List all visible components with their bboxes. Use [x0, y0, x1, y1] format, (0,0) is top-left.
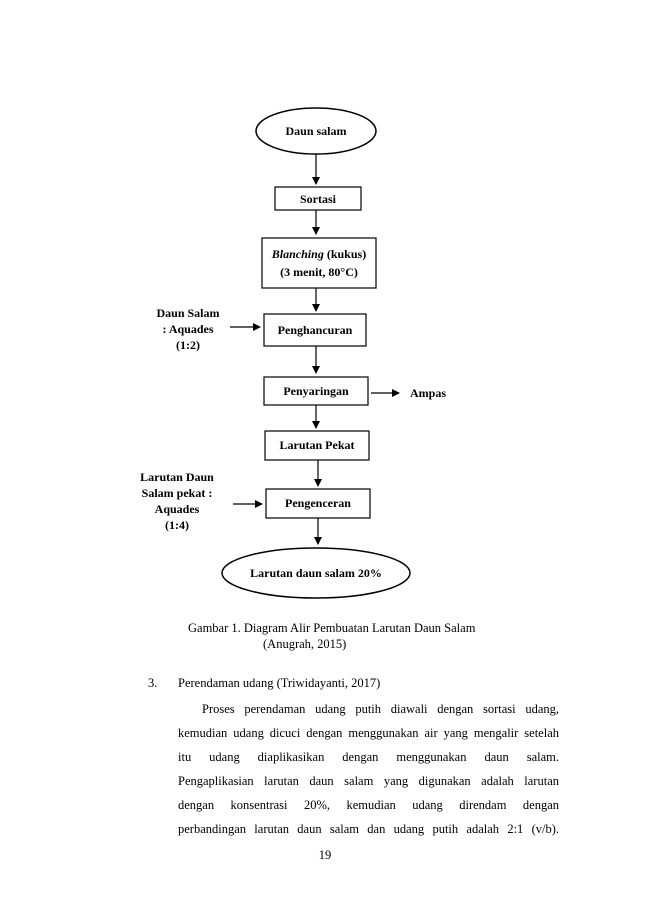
- penyaringan-label: Penyaringan: [283, 384, 349, 398]
- input-1-line3: (1:2): [176, 338, 200, 352]
- section-number: 3.: [148, 676, 158, 690]
- penghancuran-label: Penghancuran: [278, 323, 353, 337]
- input-2-line3: Aquades: [155, 502, 200, 516]
- input-2-line2: Salam pekat :: [142, 486, 213, 500]
- sortasi-label: Sortasi: [300, 192, 337, 206]
- paragraph-line: dengan konsentrasi 20%, kemudian udang d…: [178, 798, 559, 813]
- larutan-pekat-node: Larutan Pekat: [264, 430, 370, 461]
- input-1-line2: : Aquades: [162, 322, 213, 336]
- paragraph-line: itu udang diaplikasikan dengan menggunak…: [178, 750, 559, 765]
- input-2-label: Larutan Daun Salam pekat : Aquades (1:4): [140, 470, 214, 532]
- ampas-label: Ampas: [410, 386, 446, 400]
- section-title: Perendaman udang (Triwidayanti, 2017): [178, 676, 381, 690]
- end-label: Larutan daun salam 20%: [250, 566, 382, 580]
- sortasi-node: Sortasi: [274, 186, 362, 211]
- input-1-label: Daun Salam : Aquades (1:2): [156, 306, 219, 352]
- start-node: Daun salam: [255, 107, 377, 155]
- page-number: 19: [318, 848, 332, 862]
- end-node: Larutan daun salam 20%: [221, 547, 411, 599]
- pengenceran-node: Pengenceran: [265, 488, 371, 519]
- section-paragraph: Proses perendaman udang putih diawali de…: [178, 697, 559, 842]
- input-2-line1: Larutan Daun: [140, 470, 214, 484]
- input-2-line4: (1:4): [165, 518, 189, 532]
- input-1-line1: Daun Salam: [156, 306, 219, 320]
- penghancuran-node: Penghancuran: [263, 313, 367, 347]
- blanching-label-line2: (3 menit, 80°C): [280, 265, 358, 279]
- blanching-node: Blanching (kukus) (3 menit, 80°C): [261, 237, 377, 289]
- paragraph-line: Proses perendaman udang putih diawali de…: [202, 702, 559, 716]
- larutan-pekat-label: Larutan Pekat: [280, 438, 355, 452]
- paragraph-line: Pengaplikasian larutan daun salam yang d…: [178, 774, 559, 789]
- flow-diagram: Daun salam Sortasi Blanching (kukus) (3 …: [140, 107, 446, 599]
- paragraph-line: perbandingan larutan daun salam dan udan…: [178, 822, 559, 837]
- blanching-label-line1: Blanching (kukus): [271, 247, 366, 261]
- blanching-kukus: (kukus): [324, 247, 366, 261]
- start-label: Daun salam: [285, 124, 346, 138]
- blanching-italic: Blanching: [271, 247, 324, 261]
- pengenceran-label: Pengenceran: [285, 496, 351, 510]
- paragraph-line: kemudian udang dicuci dengan menggunakan…: [178, 726, 559, 741]
- figure-caption: Gambar 1. Diagram Alir Pembuatan Larutan…: [188, 621, 476, 635]
- figure-caption-source: (Anugrah, 2015): [263, 637, 347, 651]
- penyaringan-node: Penyaringan: [263, 376, 369, 406]
